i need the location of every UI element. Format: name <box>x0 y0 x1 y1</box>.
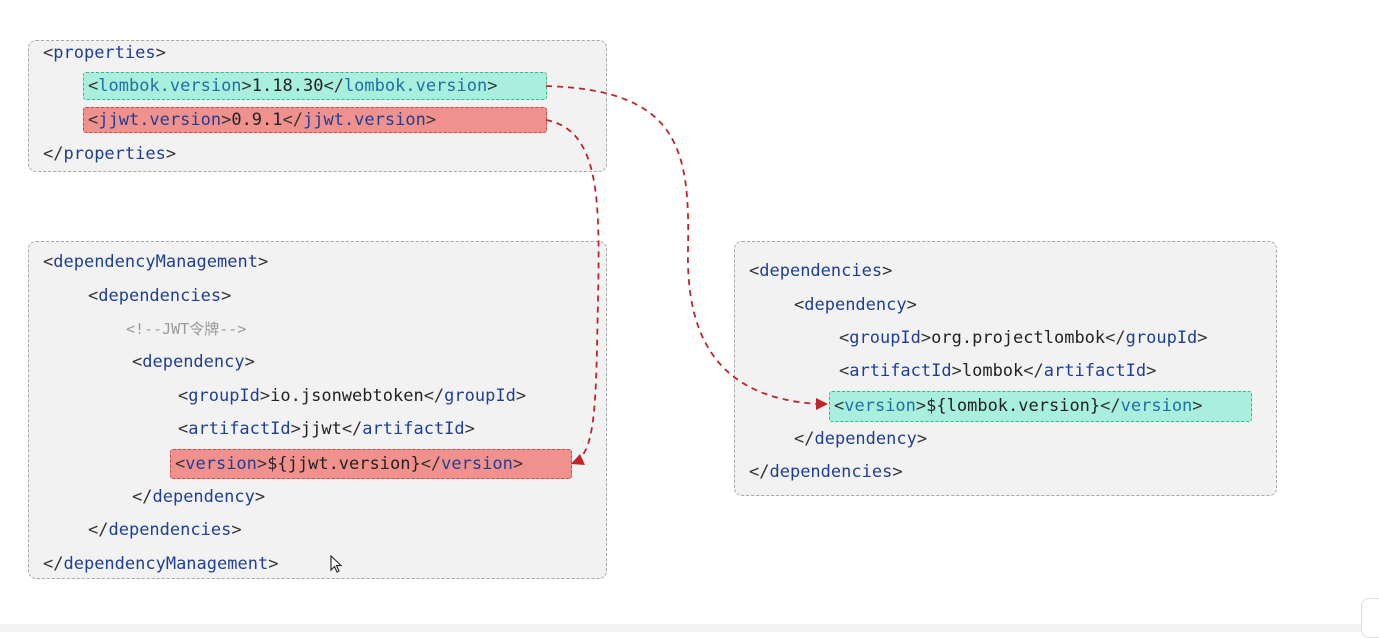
dependencies-panel: <dependencies> <dependency> <groupId>org… <box>734 241 1277 496</box>
bottom-strip <box>0 624 1379 632</box>
version-highlight: <version>${lombok.version}</version> <box>829 391 1252 422</box>
jwt-comment: <!--JWT令牌--> <box>126 320 247 338</box>
dependency-management-panel: <dependencyManagement> <dependencies> <!… <box>28 241 607 579</box>
dm-open: <dependencyManagement> <box>43 252 269 272</box>
dm-group-id: <groupId>io.jsonwebtoken</groupId> <box>178 386 527 406</box>
dependency-close: </dependency> <box>794 429 928 449</box>
dm-deps-close: </dependencies> <box>88 520 242 540</box>
corner-widget <box>1361 598 1379 638</box>
dm-deps-open: <dependencies> <box>88 286 232 306</box>
dm-dependency-close: </dependency> <box>132 487 266 507</box>
mouse-cursor-icon <box>330 554 344 580</box>
jjwt-version-property: <jjwt.version>0.9.1</jjwt.version> <box>83 107 547 133</box>
properties-close: </properties> <box>43 144 177 164</box>
artifact-id: <artifactId>lombok</artifactId> <box>839 361 1157 381</box>
properties-open: <properties> <box>43 43 166 63</box>
deps-open: <dependencies> <box>749 261 893 281</box>
dm-version-highlight: <version>${jjwt.version}</version> <box>170 449 572 479</box>
lombok-version-property: <lombok.version>1.18.30</lombok.version> <box>83 72 547 100</box>
dm-close: </dependencyManagement> <box>43 554 279 574</box>
deps-close: </dependencies> <box>749 462 903 482</box>
dependency-open: <dependency> <box>794 295 917 315</box>
dm-dependency-open: <dependency> <box>132 352 255 372</box>
properties-panel: <properties> <lombok.version>1.18.30</lo… <box>28 40 607 172</box>
group-id: <groupId>org.projectlombok</groupId> <box>839 328 1208 348</box>
dm-artifact-id: <artifactId>jjwt</artifactId> <box>178 419 475 439</box>
